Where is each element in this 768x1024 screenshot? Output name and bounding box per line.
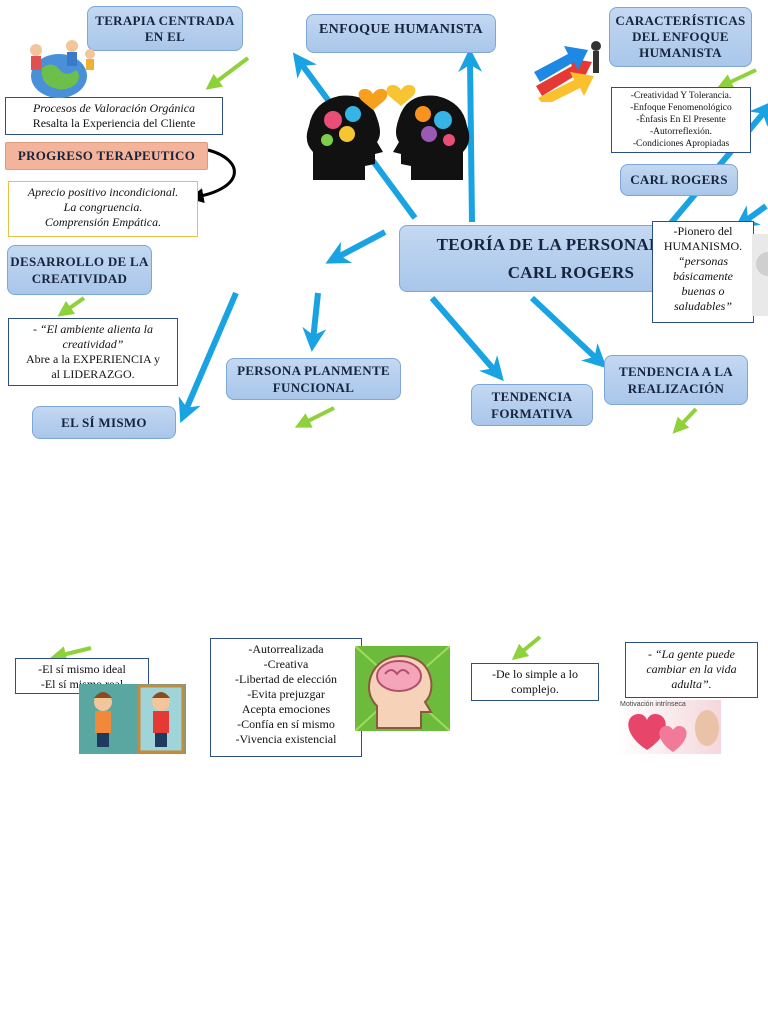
arrow-teoria-persona	[302, 292, 327, 352]
brain-head-illustration	[355, 646, 450, 731]
box-ambiente: - “El ambiente alienta la creatividad” A…	[8, 318, 178, 386]
node-persona-funcional: PERSONA PLANMENTE FUNCIONAL	[226, 358, 401, 400]
box-aprecio: Aprecio positivo incondicional. La congr…	[8, 181, 198, 237]
teoria-line-2: CARL ROGERS	[507, 262, 635, 282]
node-carl-rogers: CARL ROGERS	[620, 164, 738, 196]
motivation-caption: Motivación intrínseca	[620, 701, 686, 708]
arrow-formativa	[429, 296, 504, 382]
node-enfoque: ENFOQUE HUMANISTA	[306, 14, 496, 53]
colored-arrows-illustration	[534, 41, 601, 102]
motivation-hearts-image: Motivación intrínseca	[617, 700, 721, 754]
arrow-enfoque-right	[458, 48, 483, 223]
box-caracteristicas: -Creatividad Y Tolerancia. -Enfoque Feno…	[611, 87, 751, 153]
node-terapia: TERAPIA CENTRADA EN EL	[87, 6, 243, 51]
node-tendencia-realizacion: TENDENCIA A LA REALIZACIÓN	[604, 355, 748, 405]
portrait-edge-illustration	[752, 234, 768, 316]
node-progreso: PROGRESO TERAPEUTICO	[5, 142, 208, 170]
node-caracteristicas: CARACTERÍSTICAS DEL ENFOQUE HUMANISTA	[609, 7, 752, 67]
box-valoracion: Procesos de Valoración Orgánica Resalta …	[5, 97, 223, 135]
arrow-teoria-creatividad	[325, 229, 387, 264]
arrow-si-mismo	[178, 291, 239, 424]
two-heads-illustration	[306, 84, 470, 180]
node-si-mismo: EL SÍ MISMO	[32, 406, 176, 439]
globe-people-illustration	[30, 40, 95, 98]
arrow-realizacion	[529, 295, 607, 369]
node-creatividad: DESARROLLO DE LA CREATIVIDAD	[7, 245, 152, 295]
box-simple-complejo: -De lo simple a lo complejo.	[471, 663, 599, 701]
mirror-girls-illustration	[79, 684, 186, 754]
box-gente-cambiar: - “La gente puede cambiar en la vida adu…	[625, 642, 758, 698]
node-tendencia-formativa: TENDENCIA FORMATIVA	[471, 384, 593, 426]
teoria-line-1: TEORÍA DE LA PERSONALIDAD	[436, 234, 706, 254]
box-funcional: -Autorrealizada -Creativa -Libertad de e…	[210, 638, 362, 757]
box-pionero: -Pionero del HUMANISMO. “personas básica…	[652, 221, 754, 323]
